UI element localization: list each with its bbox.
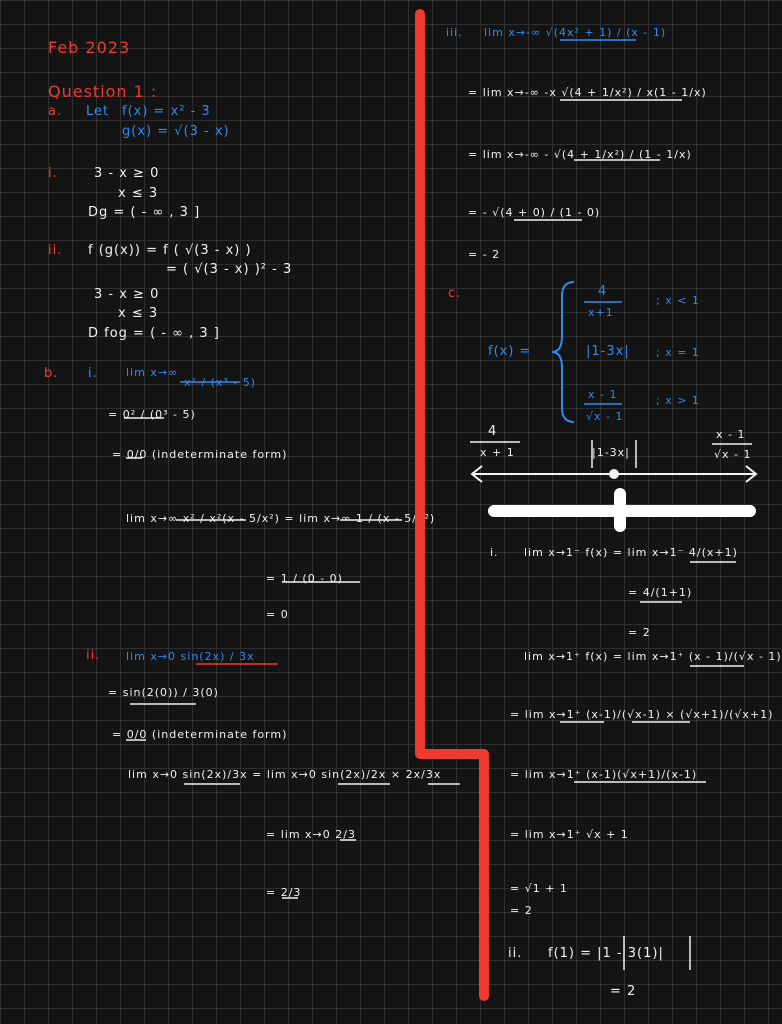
part-aii-label: ii. bbox=[48, 243, 63, 258]
bii-substitution: = sin(2(0)) / 3(0) bbox=[108, 686, 219, 699]
part-a-label: a. bbox=[48, 104, 63, 119]
ci-left-limit: lim x→1⁻ f(x) = lim x→1⁻ 4/(x+1) bbox=[524, 546, 738, 559]
aiii-limit: lim x→-∞ √(4x² + 1) / (x - 1) bbox=[484, 26, 667, 39]
let-keyword: Let bbox=[86, 104, 110, 119]
c-case3-denominator: √x - 1 bbox=[586, 410, 624, 423]
part-cii-label: ii. bbox=[508, 946, 523, 961]
aiii-step4: = - 2 bbox=[468, 248, 501, 261]
ci-right-step3: = lim x→1⁺ (x-1)(√x+1)/(x-1) bbox=[510, 768, 698, 781]
part-b-label: b. bbox=[44, 366, 59, 381]
aii-line3: 3 - x ≥ 0 bbox=[94, 287, 160, 302]
numberline-left-numerator: 4 bbox=[488, 424, 498, 439]
aii-line1: f (g(x)) = f ( √(3 - x) ) bbox=[88, 243, 252, 258]
c-fx-label: f(x) = bbox=[488, 344, 532, 359]
part-bi-label: i. bbox=[88, 366, 98, 381]
bii-indeterminate: = 0/0 (indeterminate form) bbox=[112, 728, 288, 741]
c-case2-condition: ; x = 1 bbox=[656, 346, 700, 359]
bi-limit: lim x→∞ bbox=[126, 366, 179, 379]
number-line-point bbox=[609, 469, 619, 479]
note-date: Feb 2023 bbox=[48, 38, 131, 57]
ci-right-step5: = √1 + 1 bbox=[510, 882, 568, 895]
bi-step3: = 0 bbox=[266, 608, 289, 621]
page-divider-line bbox=[415, 9, 489, 1001]
c-case1-condition: ; x < 1 bbox=[656, 294, 700, 307]
aii-domain: D fog = ( - ∞ , 3 ] bbox=[88, 326, 220, 341]
c-case3-condition: ; x > 1 bbox=[656, 394, 700, 407]
part-ai-label: i. bbox=[48, 166, 58, 181]
bii-step2: = lim x→0 2/3 bbox=[266, 828, 356, 841]
ci-right-limit: lim x→1⁺ f(x) = lim x→1⁺ (x - 1)/(√x - 1… bbox=[524, 650, 782, 663]
f-definition: f(x) = x² - 3 bbox=[122, 104, 211, 119]
ai-domain: Dg = ( - ∞ , 3 ] bbox=[88, 205, 201, 220]
question-title: Question 1 : bbox=[48, 82, 158, 101]
cii-line1: f(1) = |1 - 3(1)| bbox=[548, 946, 664, 961]
c-case3-numerator: x - 1 bbox=[588, 388, 618, 401]
aiii-step2: = lim x→-∞ - √(4 + 1/x²) / (1 - 1/x) bbox=[468, 148, 692, 161]
numberline-left-denominator: x + 1 bbox=[480, 446, 515, 459]
c-case1-denominator: x+1 bbox=[588, 306, 614, 319]
ci-left-step3: = 2 bbox=[628, 626, 651, 639]
cii-line2: = 2 bbox=[610, 984, 637, 999]
c-case2-expression: |1-3x| bbox=[586, 344, 630, 359]
bi-step1: lim x→∞ x² / x²(x - 5/x²) = lim x→∞ 1 / … bbox=[126, 512, 436, 525]
aii-line2: = ( √(3 - x) )² - 3 bbox=[166, 262, 293, 277]
part-ci-label: i. bbox=[490, 546, 499, 559]
number-line-right-arrow bbox=[745, 465, 758, 483]
ci-right-step6: = 2 bbox=[510, 904, 533, 917]
part-c-label: c. bbox=[448, 286, 462, 301]
aiii-step3: = - √(4 + 0) / (1 - 0) bbox=[468, 206, 601, 219]
numberline-right-denominator: √x - 1 bbox=[714, 448, 752, 461]
numberline-right-numerator: x - 1 bbox=[716, 428, 746, 441]
ci-right-step2: = lim x→1⁺ (x-1)/(√x-1) × (√x+1)/(√x+1) bbox=[510, 708, 774, 721]
ai-line2: x ≤ 3 bbox=[118, 186, 159, 201]
bi-indeterminate: = 0/0 (indeterminate form) bbox=[112, 448, 288, 461]
bii-limit: lim x→0 sin(2x) / 3x bbox=[126, 650, 255, 663]
ai-line1: 3 - x ≥ 0 bbox=[94, 166, 160, 181]
c-brace bbox=[551, 281, 575, 423]
bii-step1: lim x→0 sin(2x)/3x = lim x→0 sin(2x)/2x … bbox=[128, 768, 442, 781]
g-definition: g(x) = √(3 - x) bbox=[122, 124, 230, 139]
ci-left-step2: = 4/(1+1) bbox=[628, 586, 693, 599]
c-case1-numerator: 4 bbox=[598, 284, 608, 299]
bii-step3: = 2/3 bbox=[266, 886, 302, 899]
part-aiii-label: iii. bbox=[446, 26, 463, 39]
number-line-left-arrow bbox=[470, 465, 483, 483]
ci-right-step4: = lim x→1⁺ √x + 1 bbox=[510, 828, 629, 841]
part-bii-label: ii. bbox=[86, 648, 101, 663]
numberline-middle-expression: |1-3x| bbox=[592, 446, 630, 459]
aiii-step1: = lim x→-∞ -x √(4 + 1/x²) / x(1 - 1/x) bbox=[468, 86, 707, 99]
aii-line4: x ≤ 3 bbox=[118, 306, 159, 321]
